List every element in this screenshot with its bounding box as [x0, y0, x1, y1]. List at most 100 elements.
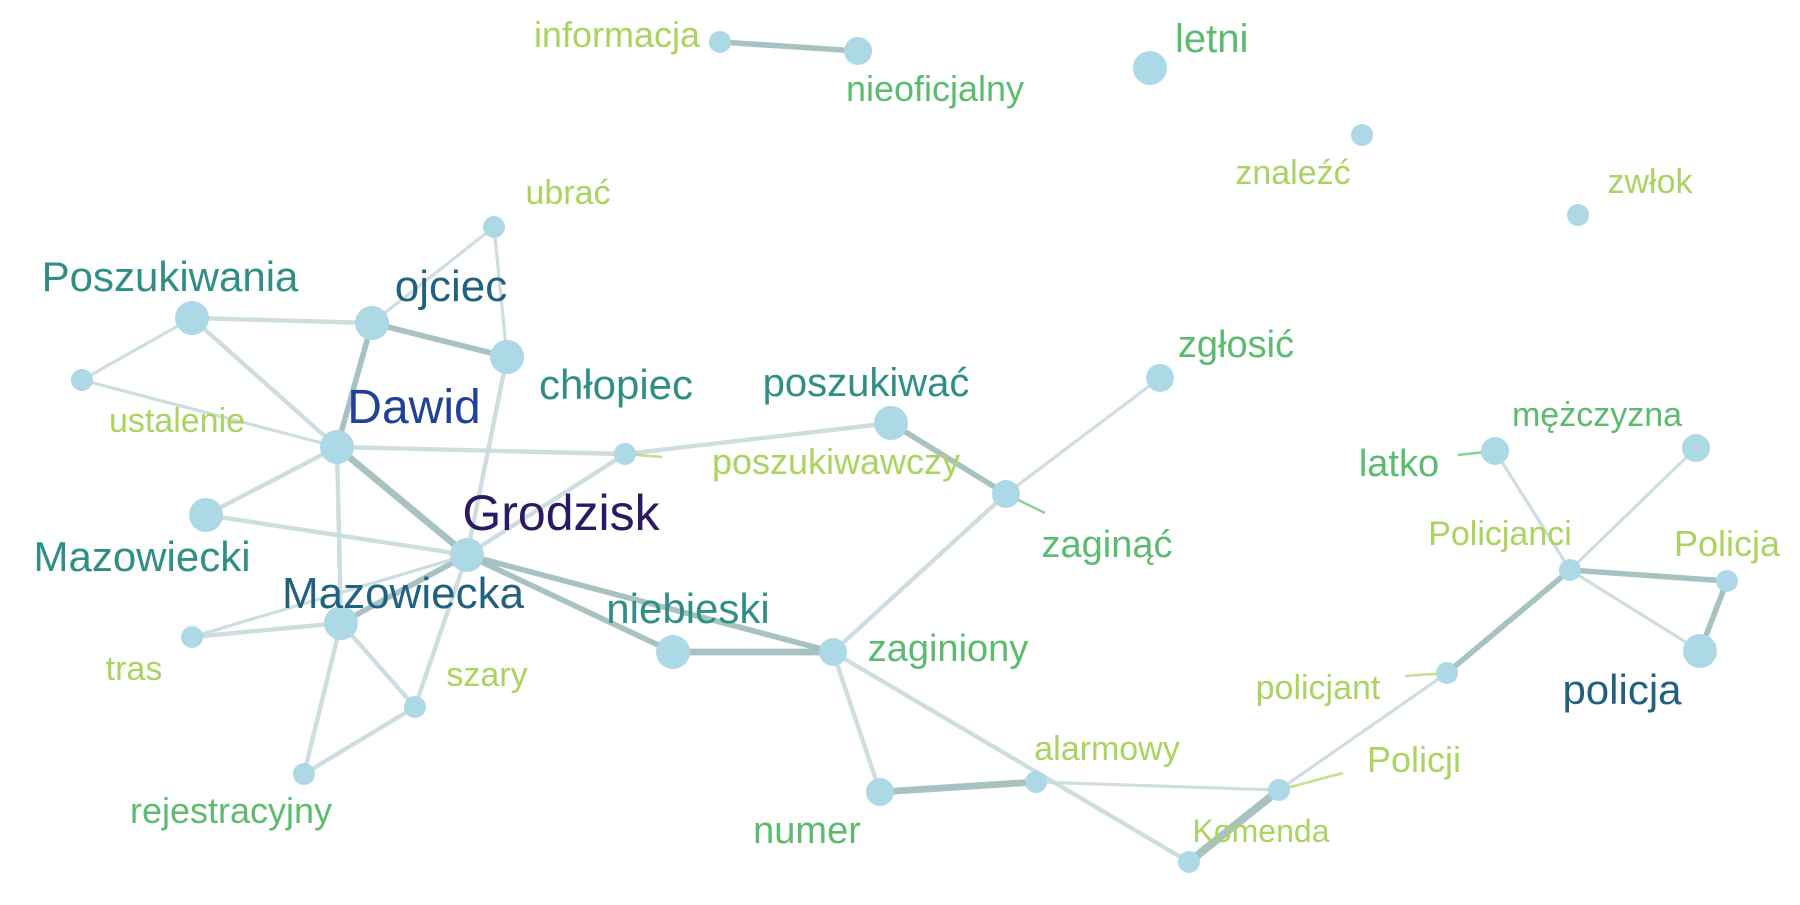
edge-Grodzisk-niebieski	[464, 552, 676, 655]
label-Mazowiecka: Mazowiecka	[282, 569, 525, 618]
node-ustalenie	[71, 369, 93, 391]
edge-Poszukiwania-Dawid	[189, 315, 340, 450]
node-zaginac	[992, 480, 1020, 508]
node-alarmowy	[1025, 771, 1047, 793]
label-zaginac: zaginąć	[1042, 524, 1173, 566]
edge-ojciec-chlopiec	[369, 320, 510, 360]
node-zglosic	[1146, 364, 1174, 392]
label-alarmowy: alarmowy	[1034, 730, 1179, 768]
edge-Dawid-Mazowiecki	[203, 444, 340, 518]
node-Policji	[1268, 779, 1290, 801]
label-Komenda: Komenda	[1193, 813, 1330, 849]
label-znalezc: znaleźć	[1235, 154, 1350, 192]
edge-ubrac-chlopiec	[492, 225, 509, 359]
node-zaginiony	[819, 638, 847, 666]
edge-Policjanci-policja	[1568, 568, 1702, 653]
node-Policja	[1716, 570, 1738, 592]
edge-Grodzisk-tras	[190, 553, 469, 639]
label-Policjanci: Policjanci	[1428, 515, 1572, 553]
node-policjant	[1436, 662, 1458, 684]
edge-poszukiwawczy-poszukiwac	[622, 420, 894, 457]
edge-numer-alarmowy	[876, 778, 1040, 796]
node-tras	[181, 626, 203, 648]
edge-Mazowiecka-tras	[189, 620, 344, 640]
label-szary: szary	[446, 656, 527, 694]
label-niebieski: niebieski	[606, 585, 769, 632]
label-Policja: Policja	[1674, 523, 1781, 564]
edge-layer	[80, 39, 1730, 866]
leader-line-Policji	[1278, 771, 1344, 792]
edge-Grodzisk-zaginiony	[464, 552, 836, 655]
edge-zaginiony-Komenda	[830, 649, 1192, 865]
edge-Mazowiecka-rejestracyjny	[301, 620, 344, 777]
edge-latko-Policjanci	[1493, 449, 1572, 572]
node-ubrac	[483, 216, 505, 238]
edge-Dawid-poszukiwawczy	[334, 444, 628, 457]
node-letni	[1133, 51, 1167, 85]
node-Mazowiecka	[324, 606, 358, 640]
edge-poszukiwac-zaginac	[888, 420, 1009, 497]
edge-chlopiec-Grodzisk	[464, 354, 510, 558]
edge-Poszukiwania-ustalenie	[80, 316, 194, 382]
label-poszukiwac: poszukiwać	[763, 361, 970, 405]
node-mezczyzna	[1682, 434, 1710, 462]
label-Poszukiwania: Poszukiwania	[42, 253, 299, 300]
edge-szary-rejestracyjny	[301, 704, 418, 777]
node-niebieski	[656, 635, 690, 669]
label-tras: tras	[106, 650, 163, 688]
edge-Grodzisk-szary	[412, 552, 470, 710]
edge-informacja-nieoficjalny	[717, 39, 861, 54]
node-Dawid	[320, 430, 354, 464]
node-Policjanci	[1559, 559, 1581, 581]
label-mezczyzna: mężczyzna	[1512, 396, 1682, 434]
edge-ustalenie-Dawid	[80, 378, 339, 449]
edge-Poszukiwania-ojciec	[189, 315, 375, 326]
node-Grodzisk	[450, 538, 484, 572]
node-ojciec	[355, 306, 389, 340]
label-letni: letni	[1175, 17, 1248, 61]
label-policja: policja	[1562, 666, 1682, 713]
edge-Policji-policjant	[1277, 671, 1449, 792]
label-Policji: Policji	[1367, 739, 1461, 780]
label-ubrac: ubrać	[525, 174, 610, 212]
label-chlopiec: chłopiec	[539, 361, 693, 408]
node-poszukiwac	[874, 406, 908, 440]
label-ojciec: ojciec	[395, 262, 508, 311]
edge-Grodzisk-Mazowiecka	[338, 552, 470, 626]
node-rejestracyjny	[293, 763, 315, 785]
node-latko	[1481, 437, 1509, 465]
node-znalezc	[1351, 124, 1373, 146]
edge-Mazowiecka-szary	[338, 620, 418, 710]
edge-alarmowy-Policji	[1034, 780, 1281, 792]
node-chlopiec	[490, 340, 524, 374]
label-Mazowiecki: Mazowiecki	[33, 533, 250, 580]
node-numer	[866, 778, 894, 806]
edge-zaginac-zaginiony	[830, 491, 1009, 655]
node-szary	[404, 696, 426, 718]
node-poszukiwawczy	[614, 443, 636, 465]
node-nieoficjalny	[844, 37, 872, 65]
edge-ubrac-ojciec	[370, 225, 496, 325]
edge-Dawid-Grodzisk	[333, 443, 471, 559]
edge-policjant-Policjanci	[1444, 567, 1573, 676]
edge-ojciec-Dawid	[334, 320, 375, 450]
label-latko: latko	[1359, 443, 1439, 485]
label-Dawid: Dawid	[347, 381, 480, 434]
label-poszukiwawczy: poszukiwawczy	[712, 441, 960, 482]
edge-Mazowiecki-Grodzisk	[203, 512, 470, 558]
node-informacja	[709, 31, 731, 53]
node-Komenda	[1178, 851, 1200, 873]
edge-zaginiony-numer	[830, 649, 883, 795]
label-zglosic: zgłosić	[1178, 324, 1294, 366]
edge-Komenda-Policji	[1185, 786, 1283, 866]
node-zwlok	[1567, 204, 1589, 226]
node-Poszukiwania	[175, 301, 209, 335]
label-nieoficjalny: nieoficjalny	[846, 68, 1024, 109]
label-rejestracyjny: rejestracyjny	[130, 790, 332, 831]
node-policja	[1683, 634, 1717, 668]
edge-mezczyzna-Policjanci	[1568, 446, 1698, 572]
label-zwlok: zwłok	[1607, 163, 1693, 201]
edge-Policjanci-Policja	[1567, 567, 1730, 584]
